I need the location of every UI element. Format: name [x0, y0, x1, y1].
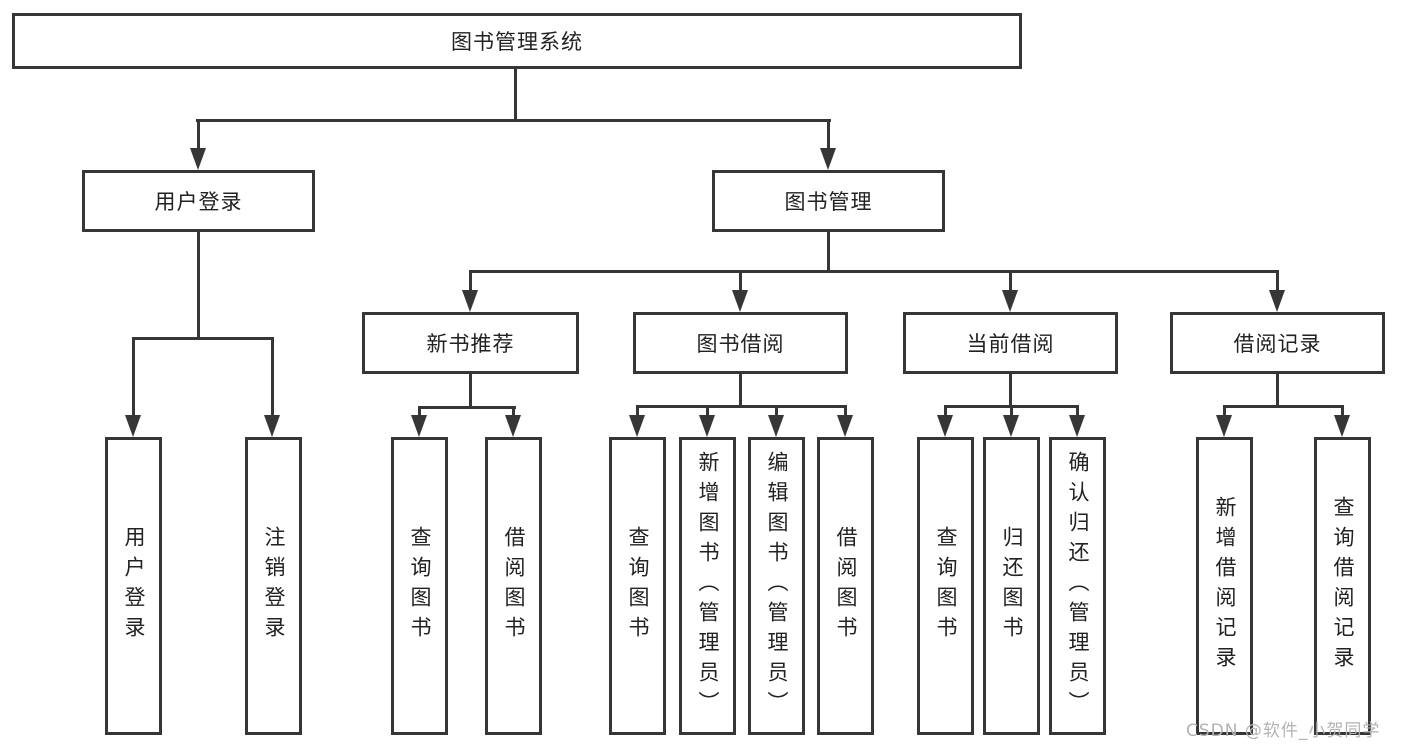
arrow-shaft — [1009, 270, 1012, 293]
leaf-recommend-query-book-label: 查询图书 — [408, 526, 432, 646]
node-new-book-recommend: 新书推荐 — [362, 312, 579, 374]
connector-vline — [1009, 374, 1012, 405]
arrow-head — [190, 148, 206, 170]
connector-vline — [197, 232, 200, 337]
arrow-shaft — [636, 405, 639, 418]
leaf-borrow-add-book: 新增图书（管理员） — [679, 437, 736, 735]
leaf-recommend-query-book: 查询图书 — [391, 437, 448, 735]
leaf-borrow-edit-book-label: 编辑图书（管理员） — [765, 451, 789, 721]
leaf-recommend-borrow-book: 借阅图书 — [485, 437, 542, 735]
arrow-head — [125, 415, 141, 437]
connector-hline — [132, 337, 274, 340]
node-book-borrow-label: 图书借阅 — [696, 332, 785, 356]
node-borrow-record-label: 借阅记录 — [1233, 332, 1322, 356]
arrow-head — [937, 415, 953, 437]
connector-hline — [418, 406, 516, 409]
leaf-borrow-query-book: 查询图书 — [609, 437, 666, 735]
connector-hline — [469, 270, 1279, 273]
arrow-head — [837, 415, 853, 437]
leaf-current-confirm-return-label: 确认归还（管理员） — [1066, 451, 1090, 721]
arrow-shaft — [1341, 405, 1344, 418]
arrow-shaft — [775, 405, 778, 418]
node-root: 图书管理系统 — [12, 13, 1022, 69]
arrow-shaft — [418, 406, 421, 418]
arrow-shaft — [706, 405, 709, 418]
arrow-head — [1002, 290, 1018, 312]
arrow-shaft — [271, 337, 274, 418]
connector-vline — [514, 69, 517, 119]
arrow-shaft — [469, 270, 472, 293]
node-borrow-record: 借阅记录 — [1170, 312, 1385, 374]
connector-hline — [636, 405, 847, 408]
arrow-head — [732, 290, 748, 312]
arrow-shaft — [844, 405, 847, 418]
arrow-head — [1216, 415, 1232, 437]
leaf-logout: 注销登录 — [245, 437, 302, 735]
node-book-management: 图书管理 — [712, 170, 945, 232]
leaf-logout-label: 注销登录 — [262, 526, 286, 646]
leaf-current-return-book: 归还图书 — [983, 437, 1040, 735]
leaf-user-login: 用户登录 — [105, 437, 162, 735]
leaf-current-query-book: 查询图书 — [917, 437, 974, 735]
arrow-shaft — [827, 119, 830, 150]
node-book-borrow: 图书借阅 — [633, 312, 848, 374]
node-current-borrow-label: 当前借阅 — [966, 332, 1055, 356]
arrow-head — [505, 415, 521, 437]
arrow-shaft — [1276, 270, 1279, 293]
connector-vline — [469, 374, 472, 406]
connector-vline — [1276, 374, 1279, 405]
leaf-current-query-book-label: 查询图书 — [934, 526, 958, 646]
node-root-label: 图书管理系统 — [451, 30, 583, 54]
leaf-borrow-borrow-book-label: 借阅图书 — [834, 526, 858, 646]
arrow-head — [1003, 415, 1019, 437]
arrow-head — [411, 415, 427, 437]
arrow-shaft — [197, 119, 200, 150]
leaf-record-add-record: 新增借阅记录 — [1196, 437, 1253, 735]
leaf-user-login-label: 用户登录 — [122, 526, 146, 646]
arrow-head — [629, 415, 645, 437]
arrow-shaft — [739, 270, 742, 293]
node-new-book-recommend-label: 新书推荐 — [426, 332, 515, 356]
connector-hline — [1223, 405, 1344, 408]
leaf-borrow-query-book-label: 查询图书 — [626, 526, 650, 646]
node-book-management-label: 图书管理 — [784, 190, 873, 214]
arrow-head — [768, 415, 784, 437]
arrow-shaft — [1223, 405, 1226, 418]
arrow-head — [1069, 415, 1085, 437]
arrow-shaft — [1076, 405, 1079, 418]
leaf-recommend-borrow-book-label: 借阅图书 — [502, 526, 526, 646]
leaf-record-add-record-label: 新增借阅记录 — [1213, 496, 1237, 676]
leaf-borrow-borrow-book: 借阅图书 — [817, 437, 874, 735]
arrow-head — [699, 415, 715, 437]
watermark: CSDN @软件_小贺同学 — [1186, 721, 1381, 741]
arrow-head — [264, 415, 280, 437]
leaf-borrow-add-book-label: 新增图书（管理员） — [696, 451, 720, 721]
arrow-head — [1334, 415, 1350, 437]
arrow-shaft — [1010, 405, 1013, 418]
arrow-head — [1269, 290, 1285, 312]
connector-vline — [827, 232, 830, 270]
connector-hline — [196, 119, 831, 122]
leaf-record-query-record: 查询借阅记录 — [1314, 437, 1371, 735]
arrow-shaft — [132, 337, 135, 418]
leaf-current-return-book-label: 归还图书 — [1000, 526, 1024, 646]
connector-vline — [739, 374, 742, 405]
leaf-current-confirm-return: 确认归还（管理员） — [1049, 437, 1106, 735]
leaf-borrow-edit-book: 编辑图书（管理员） — [748, 437, 805, 735]
arrow-shaft — [512, 406, 515, 418]
arrow-head — [462, 290, 478, 312]
node-user-login: 用户登录 — [82, 170, 315, 232]
arrow-shaft — [944, 405, 947, 418]
node-current-borrow: 当前借阅 — [903, 312, 1118, 374]
node-user-login-label: 用户登录 — [154, 190, 243, 214]
arrow-head — [820, 148, 836, 170]
leaf-record-query-record-label: 查询借阅记录 — [1331, 496, 1355, 676]
